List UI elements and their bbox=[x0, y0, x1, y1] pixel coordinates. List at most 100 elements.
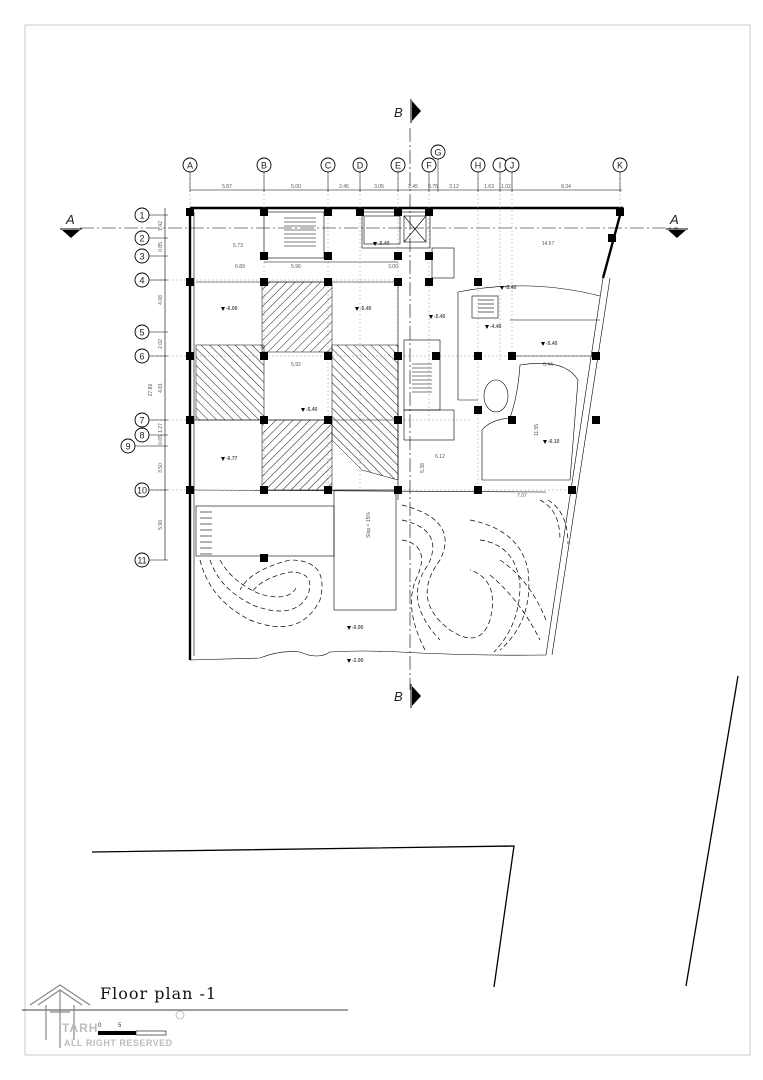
annotation-labels: Slop = 15% 5.92 5.96 6.89 5.73 3.00 6.44 bbox=[233, 243, 553, 538]
sheet-border bbox=[24, 24, 751, 1056]
level-mark-label: -4.40 bbox=[490, 324, 502, 330]
row-spacing-label: 1.27 bbox=[158, 423, 164, 433]
level-mark: -5.40 bbox=[500, 285, 517, 291]
annotation-label: 5.92 bbox=[291, 362, 301, 368]
column-bubble-e: E bbox=[390, 157, 406, 192]
section-a-right-marker: A bbox=[666, 212, 688, 238]
level-mark: -0.90 bbox=[347, 625, 364, 631]
column-square bbox=[260, 252, 268, 260]
column-bubble-label: G bbox=[434, 148, 441, 158]
column-square bbox=[186, 208, 194, 216]
svg-text:B: B bbox=[394, 689, 403, 704]
row-spacing-label: 2.02 bbox=[158, 339, 164, 349]
level-mark-label: -0.90 bbox=[352, 625, 364, 631]
column-square bbox=[425, 278, 433, 286]
column-square bbox=[324, 352, 332, 360]
level-marks: -5.40 -6.06 -5.40 -5.40 -6.77 -5.40 -5.40 -4.40… bbox=[221, 241, 560, 664]
row-bubble-label: 11 bbox=[137, 556, 146, 566]
level-mark: -6.06 bbox=[221, 306, 238, 312]
column-bubble-h: H bbox=[470, 157, 486, 192]
column-square bbox=[186, 278, 194, 286]
row-bubble-6: 6 bbox=[134, 348, 168, 364]
scale-bar bbox=[98, 1030, 167, 1036]
column-square bbox=[394, 416, 402, 424]
overall-dimension-label: 27.86 bbox=[148, 384, 154, 397]
column-square bbox=[394, 352, 402, 360]
annotation-label: 3.00 bbox=[388, 264, 398, 270]
level-mark: -5.40 bbox=[541, 341, 558, 347]
row-bubble-4: 4 bbox=[134, 272, 168, 288]
column-spacing-label: 1.02 bbox=[501, 184, 511, 190]
column-spacing-label: 3.12 bbox=[449, 184, 459, 190]
column-square bbox=[508, 352, 516, 360]
column-spacing-label: 0.75 bbox=[428, 184, 438, 190]
row-bubble-label: 8 bbox=[139, 431, 144, 441]
column-bubble-label: D bbox=[357, 161, 364, 171]
annotation-label: 5.96 bbox=[291, 264, 301, 270]
column-square bbox=[260, 208, 268, 216]
column-bubble-label: C bbox=[325, 161, 332, 171]
column-square bbox=[394, 278, 402, 286]
row-spacing-label: 4.08 bbox=[158, 295, 164, 305]
column-bubble-label: I bbox=[499, 161, 502, 171]
level-mark-label: -5.40 bbox=[306, 407, 318, 413]
column-square bbox=[616, 208, 624, 216]
column-square bbox=[324, 252, 332, 260]
column-bubble-label: J bbox=[510, 161, 515, 171]
overall-dimension-label: 5.38 bbox=[420, 463, 426, 473]
overall-dimension-label: 11.55 bbox=[534, 424, 540, 436]
column-spacing-label: 5.87 bbox=[222, 184, 232, 190]
column-square bbox=[425, 208, 433, 216]
level-mark-label: -6.77 bbox=[226, 456, 238, 462]
column-square bbox=[592, 416, 600, 424]
column-square bbox=[394, 486, 402, 494]
column-square bbox=[324, 486, 332, 494]
column-square bbox=[324, 278, 332, 286]
row-spacing-label: 1.42 bbox=[158, 221, 164, 231]
landscape-curves bbox=[199, 499, 569, 653]
row-bubble-label: 3 bbox=[139, 252, 144, 262]
column-bubble-label: E bbox=[395, 161, 401, 171]
elevator-shaft bbox=[403, 215, 427, 243]
row-bubble-11: 11 bbox=[134, 552, 168, 568]
hatched-areas bbox=[195, 281, 399, 491]
row-bubble-label: 6 bbox=[139, 352, 144, 362]
column-square bbox=[186, 416, 194, 424]
column-spacing-label: 2.45 bbox=[339, 184, 349, 190]
company-logo bbox=[29, 984, 185, 1048]
row-bubble-3: 3 bbox=[134, 248, 168, 264]
column-bubble-label: K bbox=[617, 161, 623, 171]
level-mark-label: -5.40 bbox=[546, 341, 558, 347]
svg-text:B: B bbox=[394, 105, 403, 120]
overall-dimension-label: 14.57 bbox=[542, 241, 555, 247]
annotation-label: 5.73 bbox=[233, 243, 243, 249]
row-bubble-label: 10 bbox=[137, 486, 147, 496]
column-bubble-label: B bbox=[261, 161, 267, 171]
building-outline bbox=[188, 206, 624, 661]
column-square bbox=[568, 486, 576, 494]
column-square bbox=[425, 252, 433, 260]
level-mark: -5.40 bbox=[373, 241, 390, 247]
annotation-label: 6.44 bbox=[543, 362, 553, 368]
column-square bbox=[260, 278, 268, 286]
column-spacing-label: 8.34 bbox=[561, 184, 571, 190]
column-bubble-g: G bbox=[430, 144, 446, 192]
annotation-label: 6.89 bbox=[235, 264, 245, 270]
column-square bbox=[186, 486, 194, 494]
column-spacing-label: 1.63 bbox=[484, 184, 494, 190]
row-spacing-label: 0.85 bbox=[158, 242, 164, 252]
annotation-label: Slop = 15% bbox=[366, 512, 372, 538]
row-bubble-9: 9 bbox=[120, 438, 168, 454]
level-mark-label: -5.40 bbox=[360, 306, 372, 312]
structural-columns bbox=[186, 208, 624, 562]
column-square bbox=[608, 234, 616, 242]
column-square bbox=[474, 486, 482, 494]
column-bubble-label: H bbox=[475, 161, 482, 171]
column-square bbox=[324, 416, 332, 424]
column-bubble-b: B bbox=[256, 157, 272, 192]
row-bubble-5: 5 bbox=[134, 324, 168, 340]
row-bubble-label: 1 bbox=[139, 211, 144, 221]
column-square bbox=[356, 208, 364, 216]
row-spacing-label: 5.90 bbox=[158, 520, 164, 530]
